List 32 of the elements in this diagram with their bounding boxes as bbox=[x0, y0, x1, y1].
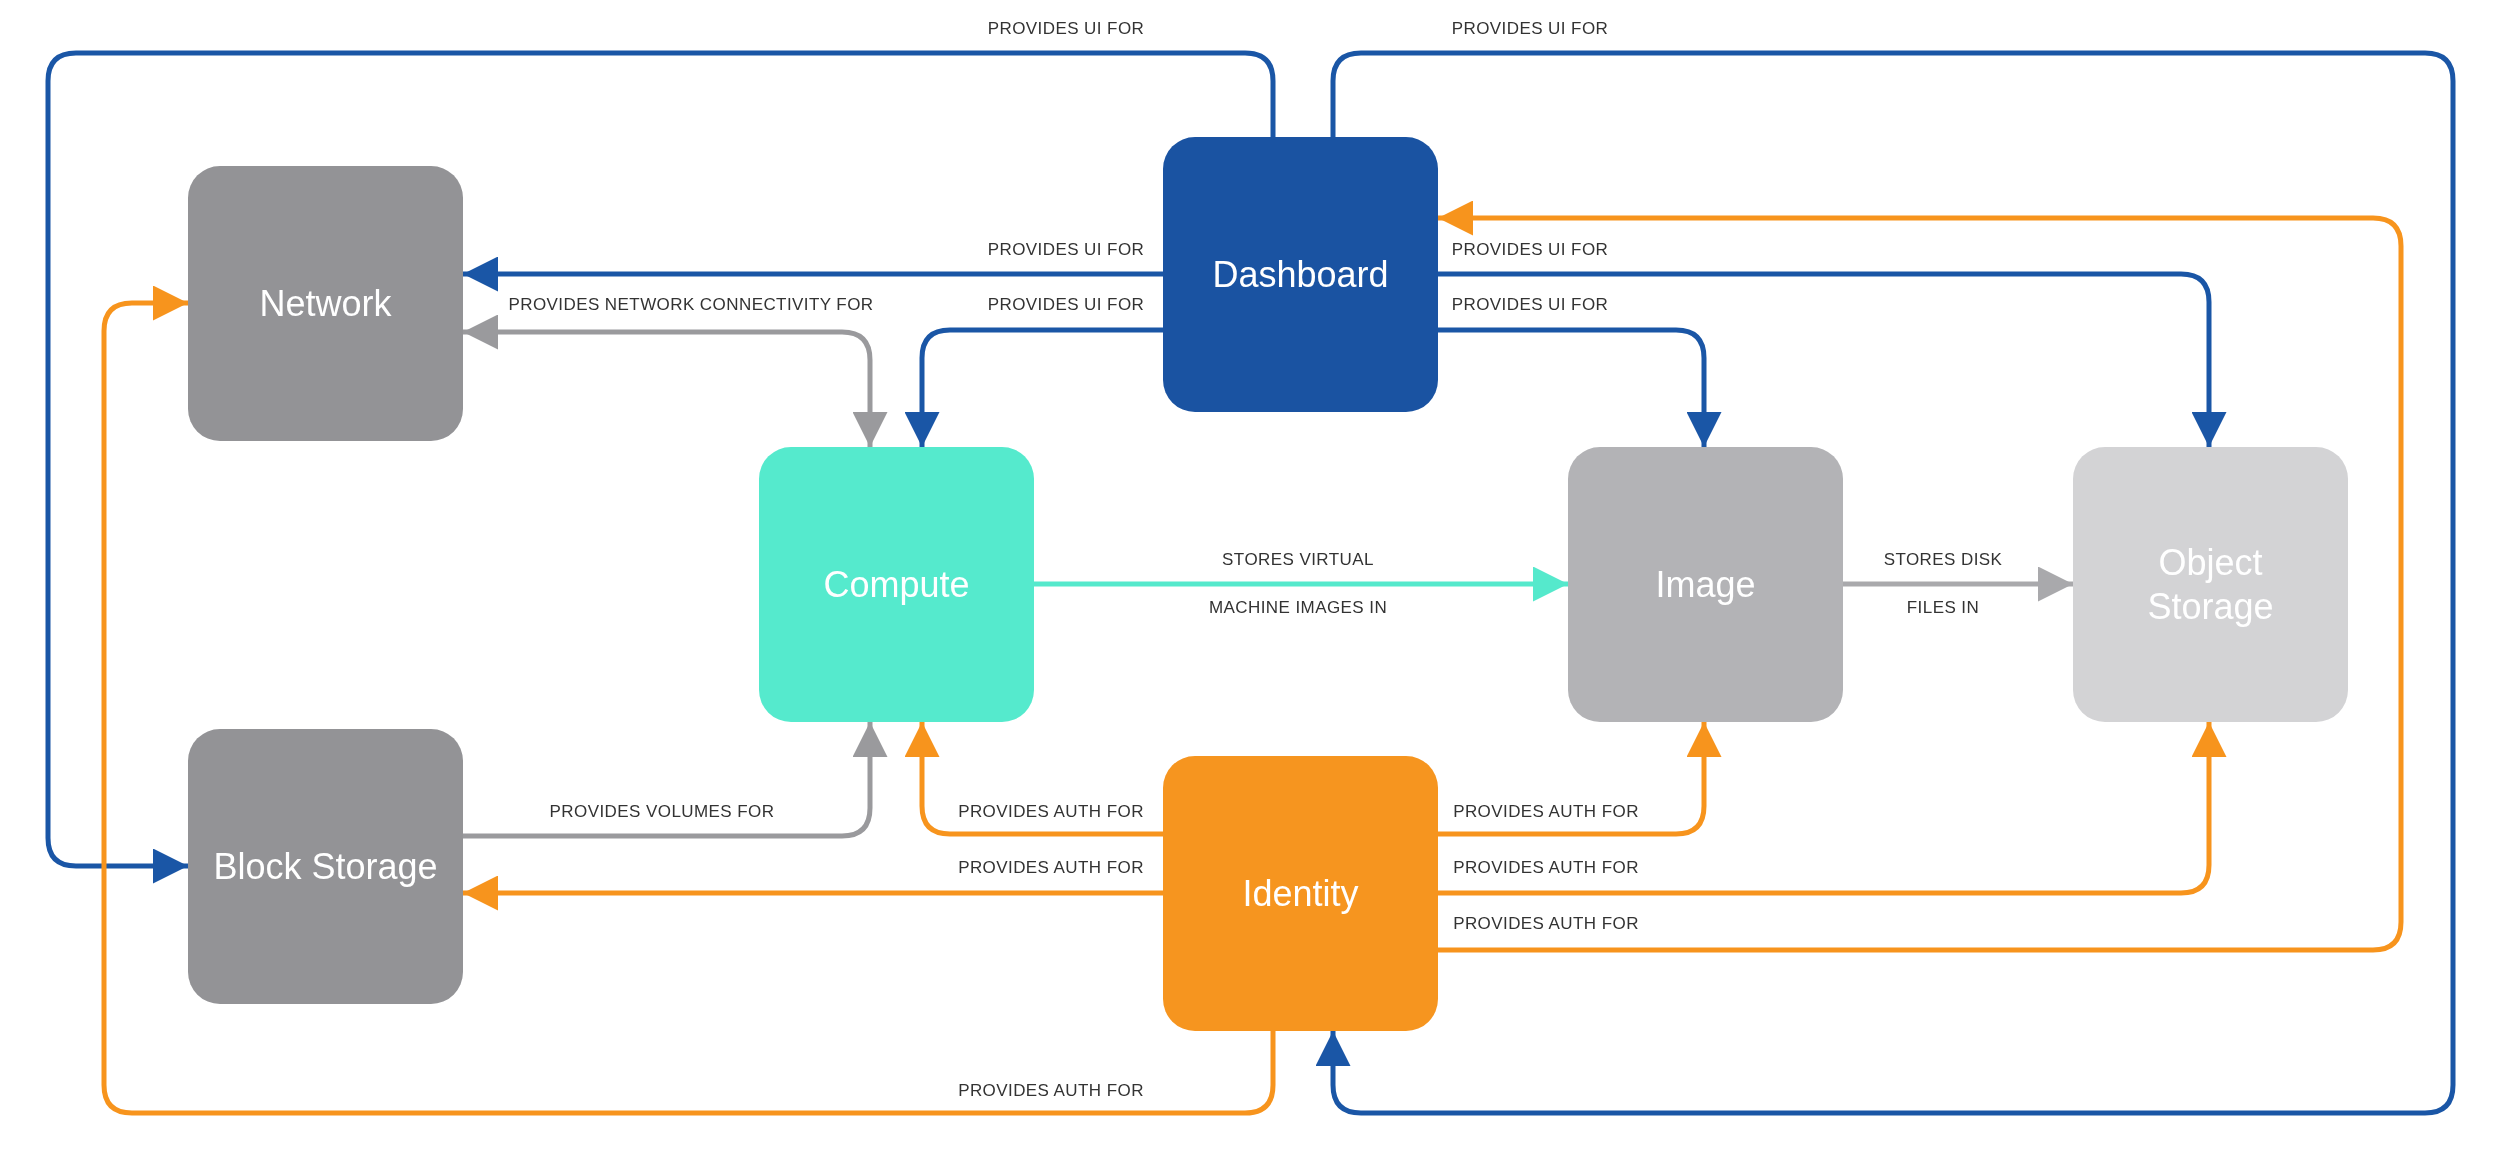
service-name: Block Storage bbox=[213, 844, 438, 889]
edge-label: PROVIDES UI FOR bbox=[987, 240, 1145, 260]
service-box bbox=[2073, 447, 2348, 722]
edge-label: STORES VIRTUAL MACHINE IMAGES IN bbox=[1207, 549, 1389, 619]
service-name: Identity bbox=[1242, 871, 1359, 916]
service-name: Image bbox=[1655, 562, 1756, 607]
service-box bbox=[759, 447, 1034, 722]
edge-label: PROVIDES AUTH FOR bbox=[958, 1081, 1144, 1101]
service-box bbox=[1163, 756, 1438, 1031]
connector-arrow bbox=[1315, 50, 2456, 1116]
service-box bbox=[1568, 447, 1843, 722]
edge-label: PROVIDES AUTH FOR bbox=[1453, 802, 1639, 822]
edge-label: PROVIDES AUTH FOR bbox=[958, 802, 1144, 822]
edge-label: PROVIDES UI FOR bbox=[1451, 19, 1609, 39]
connector-arrow bbox=[45, 50, 1276, 884]
edge-label: PROVIDES AUTH FOR bbox=[1453, 914, 1639, 934]
edge-label: PROVIDES AUTH FOR bbox=[1453, 858, 1639, 878]
service-box bbox=[188, 166, 463, 441]
service-box bbox=[188, 729, 463, 1004]
edge-label: PROVIDES NETWORK CONNECTIVITY FOR bbox=[508, 295, 874, 315]
edge-label: PROVIDES AUTH FOR bbox=[958, 858, 1144, 878]
service-name: Compute bbox=[823, 562, 970, 607]
edge-label: PROVIDES UI FOR bbox=[987, 19, 1145, 39]
service-name: Dashboard bbox=[1212, 252, 1389, 297]
edge-label: PROVIDES VOLUMES FOR bbox=[549, 802, 775, 822]
connector-arrow bbox=[101, 285, 1276, 1116]
service-name: Network bbox=[259, 281, 392, 326]
edge-label: PROVIDES UI FOR bbox=[987, 295, 1145, 315]
edge-label: STORES DISK FILES IN bbox=[1882, 549, 2004, 619]
edge-label: PROVIDES UI FOR bbox=[1451, 295, 1609, 315]
service-box bbox=[1163, 137, 1438, 412]
edge-label: PROVIDES UI FOR bbox=[1451, 240, 1609, 260]
